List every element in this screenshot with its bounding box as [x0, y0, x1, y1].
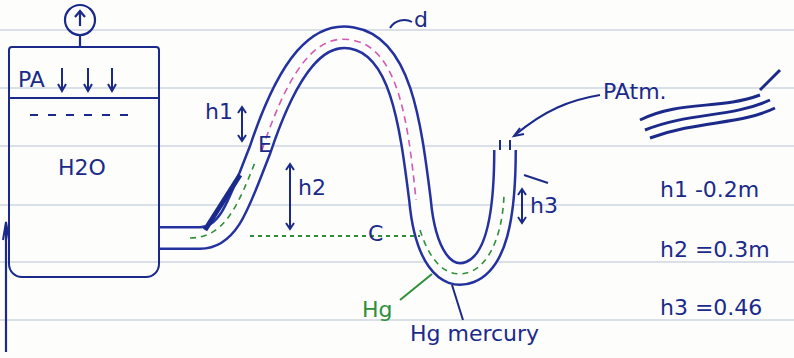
pressure-label: PAtm. [603, 80, 667, 104]
value-label: h1 -0.2m [660, 178, 759, 202]
fluid-label: Hg [362, 298, 393, 322]
point-label: E [258, 133, 272, 157]
water-tank: PA H2O [8, 46, 160, 278]
leader-lines [390, 20, 600, 320]
paper-lines [0, 30, 794, 320]
pipe-label: d [414, 8, 428, 32]
value-label: h2 =0.3m [660, 238, 770, 262]
point-label: C [368, 222, 383, 246]
dimension-marks [238, 107, 526, 236]
pressure-gauge [65, 5, 95, 46]
dimension-label: h3 [530, 194, 558, 218]
fluid-label: H2O [58, 156, 106, 180]
pa-arrows [58, 68, 116, 91]
water-surface [10, 98, 158, 115]
pipe [158, 37, 505, 274]
pressure-label: PA [18, 68, 45, 92]
tank-support [5, 225, 7, 352]
dimension-label: h2 [298, 176, 326, 200]
dimension-label: h1 [205, 100, 233, 124]
fluid-label: Hg mercury [410, 322, 539, 346]
value-label: h3 =0.46 [660, 296, 762, 320]
